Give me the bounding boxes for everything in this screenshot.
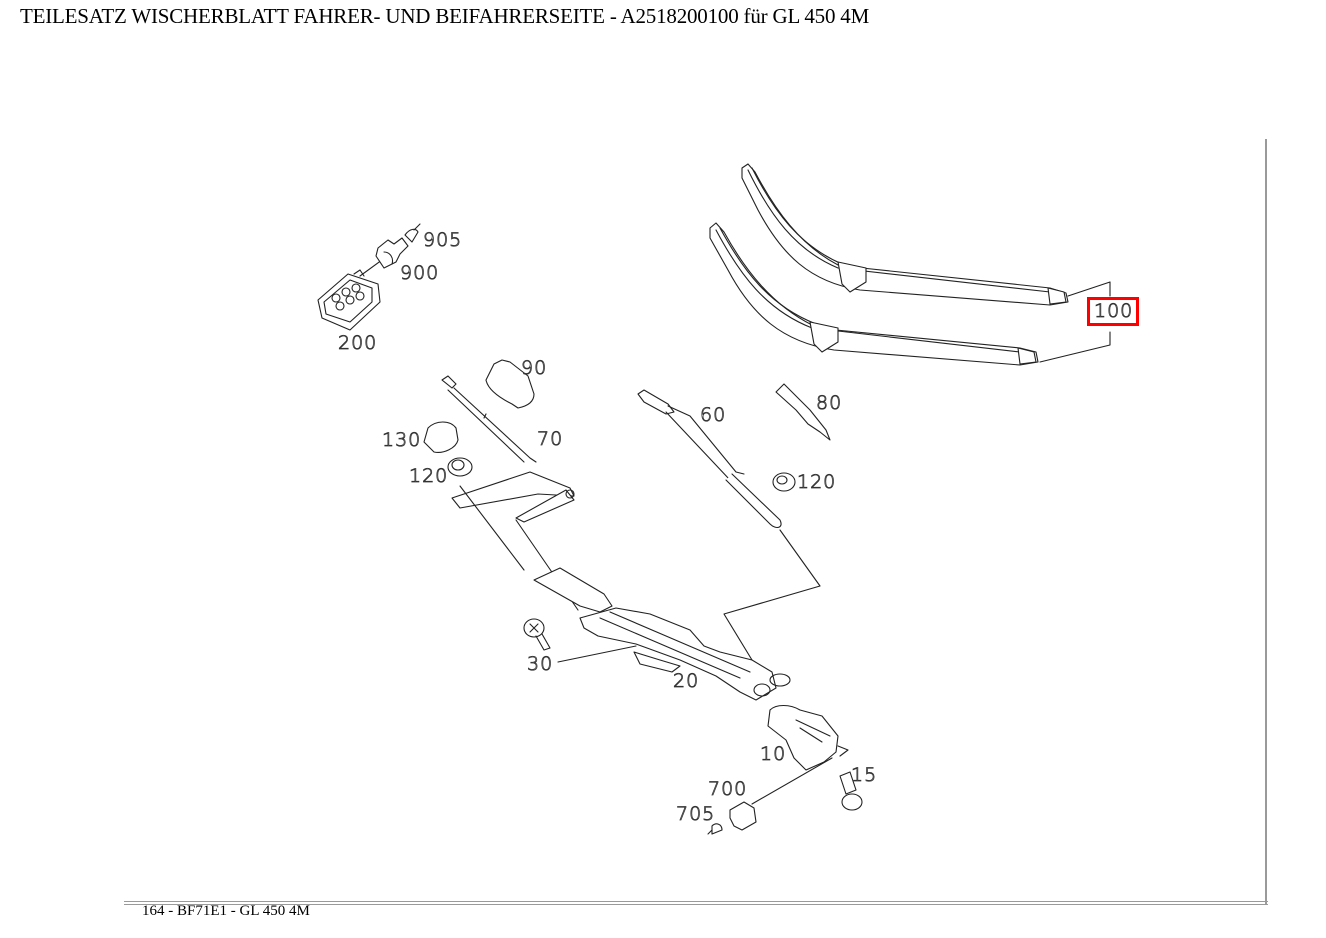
plug-part-905[interactable] bbox=[404, 223, 421, 243]
callout-130[interactable]: 130 bbox=[382, 429, 422, 451]
diagram-frame-bottom-border bbox=[124, 901, 1268, 905]
wiper-linkage-part-20[interactable] bbox=[533, 567, 791, 701]
callout-900[interactable]: 900 bbox=[400, 262, 440, 284]
callout-200[interactable]: 200 bbox=[338, 332, 378, 354]
page-title: TEILESATZ WISCHERBLATT FAHRER- UND BEIFA… bbox=[20, 4, 870, 28]
leader-line-700 bbox=[751, 757, 833, 805]
cap-part-130[interactable] bbox=[423, 421, 459, 453]
callout-15[interactable]: 15 bbox=[851, 764, 878, 786]
connector-part-700[interactable] bbox=[729, 801, 757, 831]
diagram-frame-right-border bbox=[1265, 139, 1267, 904]
callout-700[interactable]: 700 bbox=[708, 778, 748, 800]
nut-part-120-left[interactable] bbox=[447, 457, 473, 477]
callout-705[interactable]: 705 bbox=[676, 803, 716, 825]
bolt-part-15[interactable] bbox=[839, 771, 863, 811]
callout-20[interactable]: 20 bbox=[673, 670, 700, 692]
wiper-blade-lower[interactable] bbox=[709, 222, 1039, 366]
callout-30[interactable]: 30 bbox=[527, 653, 554, 675]
callout-90[interactable]: 90 bbox=[521, 357, 548, 379]
callout-905[interactable]: 905 bbox=[423, 229, 463, 251]
leader-line-900 bbox=[359, 259, 383, 277]
leader-line-100 bbox=[1039, 281, 1111, 363]
wiper-arm-part-60[interactable] bbox=[637, 389, 782, 529]
trim-part-80[interactable] bbox=[775, 383, 831, 441]
screw-part-30[interactable] bbox=[523, 618, 551, 651]
callout-120-right[interactable]: 120 bbox=[797, 471, 837, 493]
connector-part-900[interactable] bbox=[375, 237, 409, 269]
leader-line-30 bbox=[557, 645, 637, 663]
callout-60[interactable]: 60 bbox=[700, 404, 727, 426]
wiper-arm-part-70[interactable] bbox=[441, 375, 575, 523]
callout-80[interactable]: 80 bbox=[816, 392, 843, 414]
diagram-caption: 164 - BF71E1 - GL 450 4M bbox=[142, 903, 310, 919]
nut-part-120-right[interactable] bbox=[772, 472, 796, 492]
cover-part-90[interactable] bbox=[485, 359, 535, 409]
callout-70[interactable]: 70 bbox=[537, 428, 564, 450]
plug-part-705[interactable] bbox=[707, 823, 723, 835]
callout-120-left[interactable]: 120 bbox=[409, 465, 449, 487]
wiper-motor-part-10[interactable] bbox=[767, 704, 849, 771]
callout-100-highlighted[interactable]: 100 bbox=[1087, 297, 1140, 326]
fuse-box-part-200[interactable] bbox=[317, 269, 381, 331]
wiper-blade-upper[interactable] bbox=[741, 163, 1069, 306]
callout-10[interactable]: 10 bbox=[760, 743, 787, 765]
